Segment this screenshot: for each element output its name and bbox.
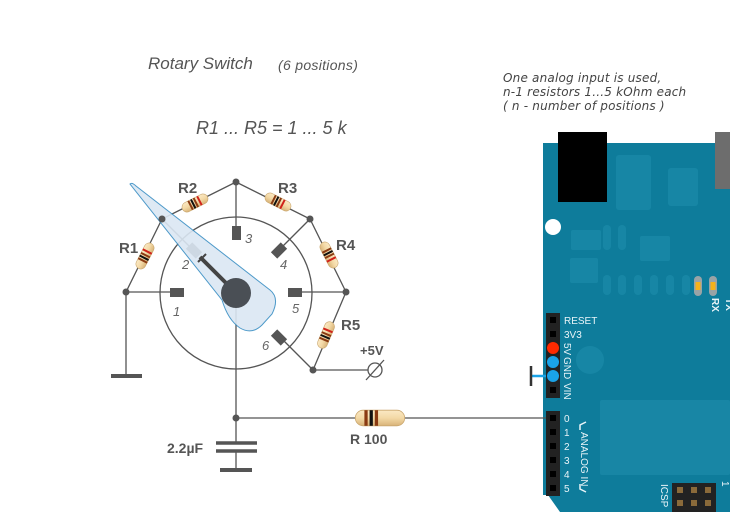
capacitor-label: 2.2µF bbox=[167, 440, 204, 456]
pin-label-reset: RESET bbox=[564, 316, 597, 327]
analog-pin-4: 4 bbox=[564, 470, 570, 481]
analog-in-label: ANALOG IN bbox=[578, 432, 589, 486]
node bbox=[158, 215, 166, 223]
power-jack bbox=[558, 132, 607, 202]
contact-6[interactable] bbox=[270, 329, 288, 346]
position-label-6: 6 bbox=[262, 338, 270, 353]
analog-pin-2: 2 bbox=[564, 442, 570, 453]
contact-1[interactable] bbox=[170, 288, 184, 297]
resistor-label-r1: R1 bbox=[119, 240, 138, 257]
pin-label-3v3: 3V3 bbox=[564, 330, 582, 341]
resistor-label-r5: R5 bbox=[341, 317, 360, 334]
diagram-title: Rotary Switch bbox=[148, 54, 253, 73]
pin-gnd-1-active[interactable] bbox=[547, 356, 559, 368]
node bbox=[122, 288, 130, 296]
position-label-2: 2 bbox=[181, 257, 190, 272]
supply-label: +5V bbox=[360, 343, 384, 358]
analog-pin-5: 5 bbox=[564, 484, 570, 495]
description-note: One analog input is used, n-1 resistors … bbox=[503, 71, 686, 113]
resistor-label-r4: R4 bbox=[336, 237, 356, 254]
analog-pin-0: 0 bbox=[564, 414, 570, 425]
note-line-1: One analog input is used, bbox=[503, 71, 662, 85]
diagram-subtitle: (6 positions) bbox=[278, 57, 359, 73]
pin-label-vin: VIN bbox=[561, 383, 572, 400]
position-label-5: 5 bbox=[292, 301, 300, 316]
selector-hub[interactable] bbox=[221, 278, 251, 308]
mounting-hole bbox=[545, 219, 561, 235]
node bbox=[306, 215, 314, 223]
icsp-pin1-label: 1 bbox=[719, 481, 730, 487]
position-label-1: 1 bbox=[173, 304, 180, 319]
pin-gnd-2-active[interactable] bbox=[547, 370, 559, 382]
power-header bbox=[546, 313, 560, 398]
node bbox=[342, 288, 350, 296]
supply-terminal bbox=[365, 359, 385, 381]
resistor-formula: R1 ... R5 = 1 ... 5 k bbox=[196, 118, 347, 138]
contact-5[interactable] bbox=[288, 288, 302, 297]
usb-connector bbox=[715, 132, 730, 189]
icsp-label: ICSP bbox=[658, 484, 669, 508]
analog-pin-3: 3 bbox=[564, 456, 570, 467]
node bbox=[309, 366, 317, 374]
position-label-3: 3 bbox=[245, 231, 253, 246]
resistor-label-r3: R3 bbox=[278, 180, 297, 197]
wires bbox=[125, 181, 546, 470]
analog-pin-1: 1 bbox=[564, 428, 570, 439]
tx-label: TX bbox=[723, 298, 730, 311]
pin-5v-active[interactable] bbox=[547, 342, 559, 354]
node bbox=[232, 178, 240, 186]
position-label-4: 4 bbox=[280, 257, 287, 272]
note-line-3: ( n - number of positions ) bbox=[503, 99, 665, 113]
arduino-board: RX TX RESET 3V3 5V GND VIN 0 1 2 3 4 bbox=[543, 132, 730, 512]
contact-3[interactable] bbox=[232, 226, 241, 240]
contact-4[interactable] bbox=[270, 242, 288, 259]
analog-header bbox=[546, 411, 560, 496]
rx-label: RX bbox=[709, 298, 720, 312]
resistor-r5 bbox=[315, 319, 337, 351]
note-line-2: n-1 resistors 1...5 kOhm each bbox=[503, 85, 687, 99]
resistor-r100 bbox=[354, 409, 406, 427]
pin-label-5v: 5V bbox=[561, 343, 572, 356]
node bbox=[232, 414, 240, 422]
resistor-label-r2: R2 bbox=[178, 180, 197, 197]
capacitor bbox=[216, 441, 257, 472]
resistor-r100-label: R 100 bbox=[350, 431, 388, 447]
switch-dial bbox=[159, 216, 313, 370]
pin-label-gnd-1: GND bbox=[561, 357, 572, 379]
